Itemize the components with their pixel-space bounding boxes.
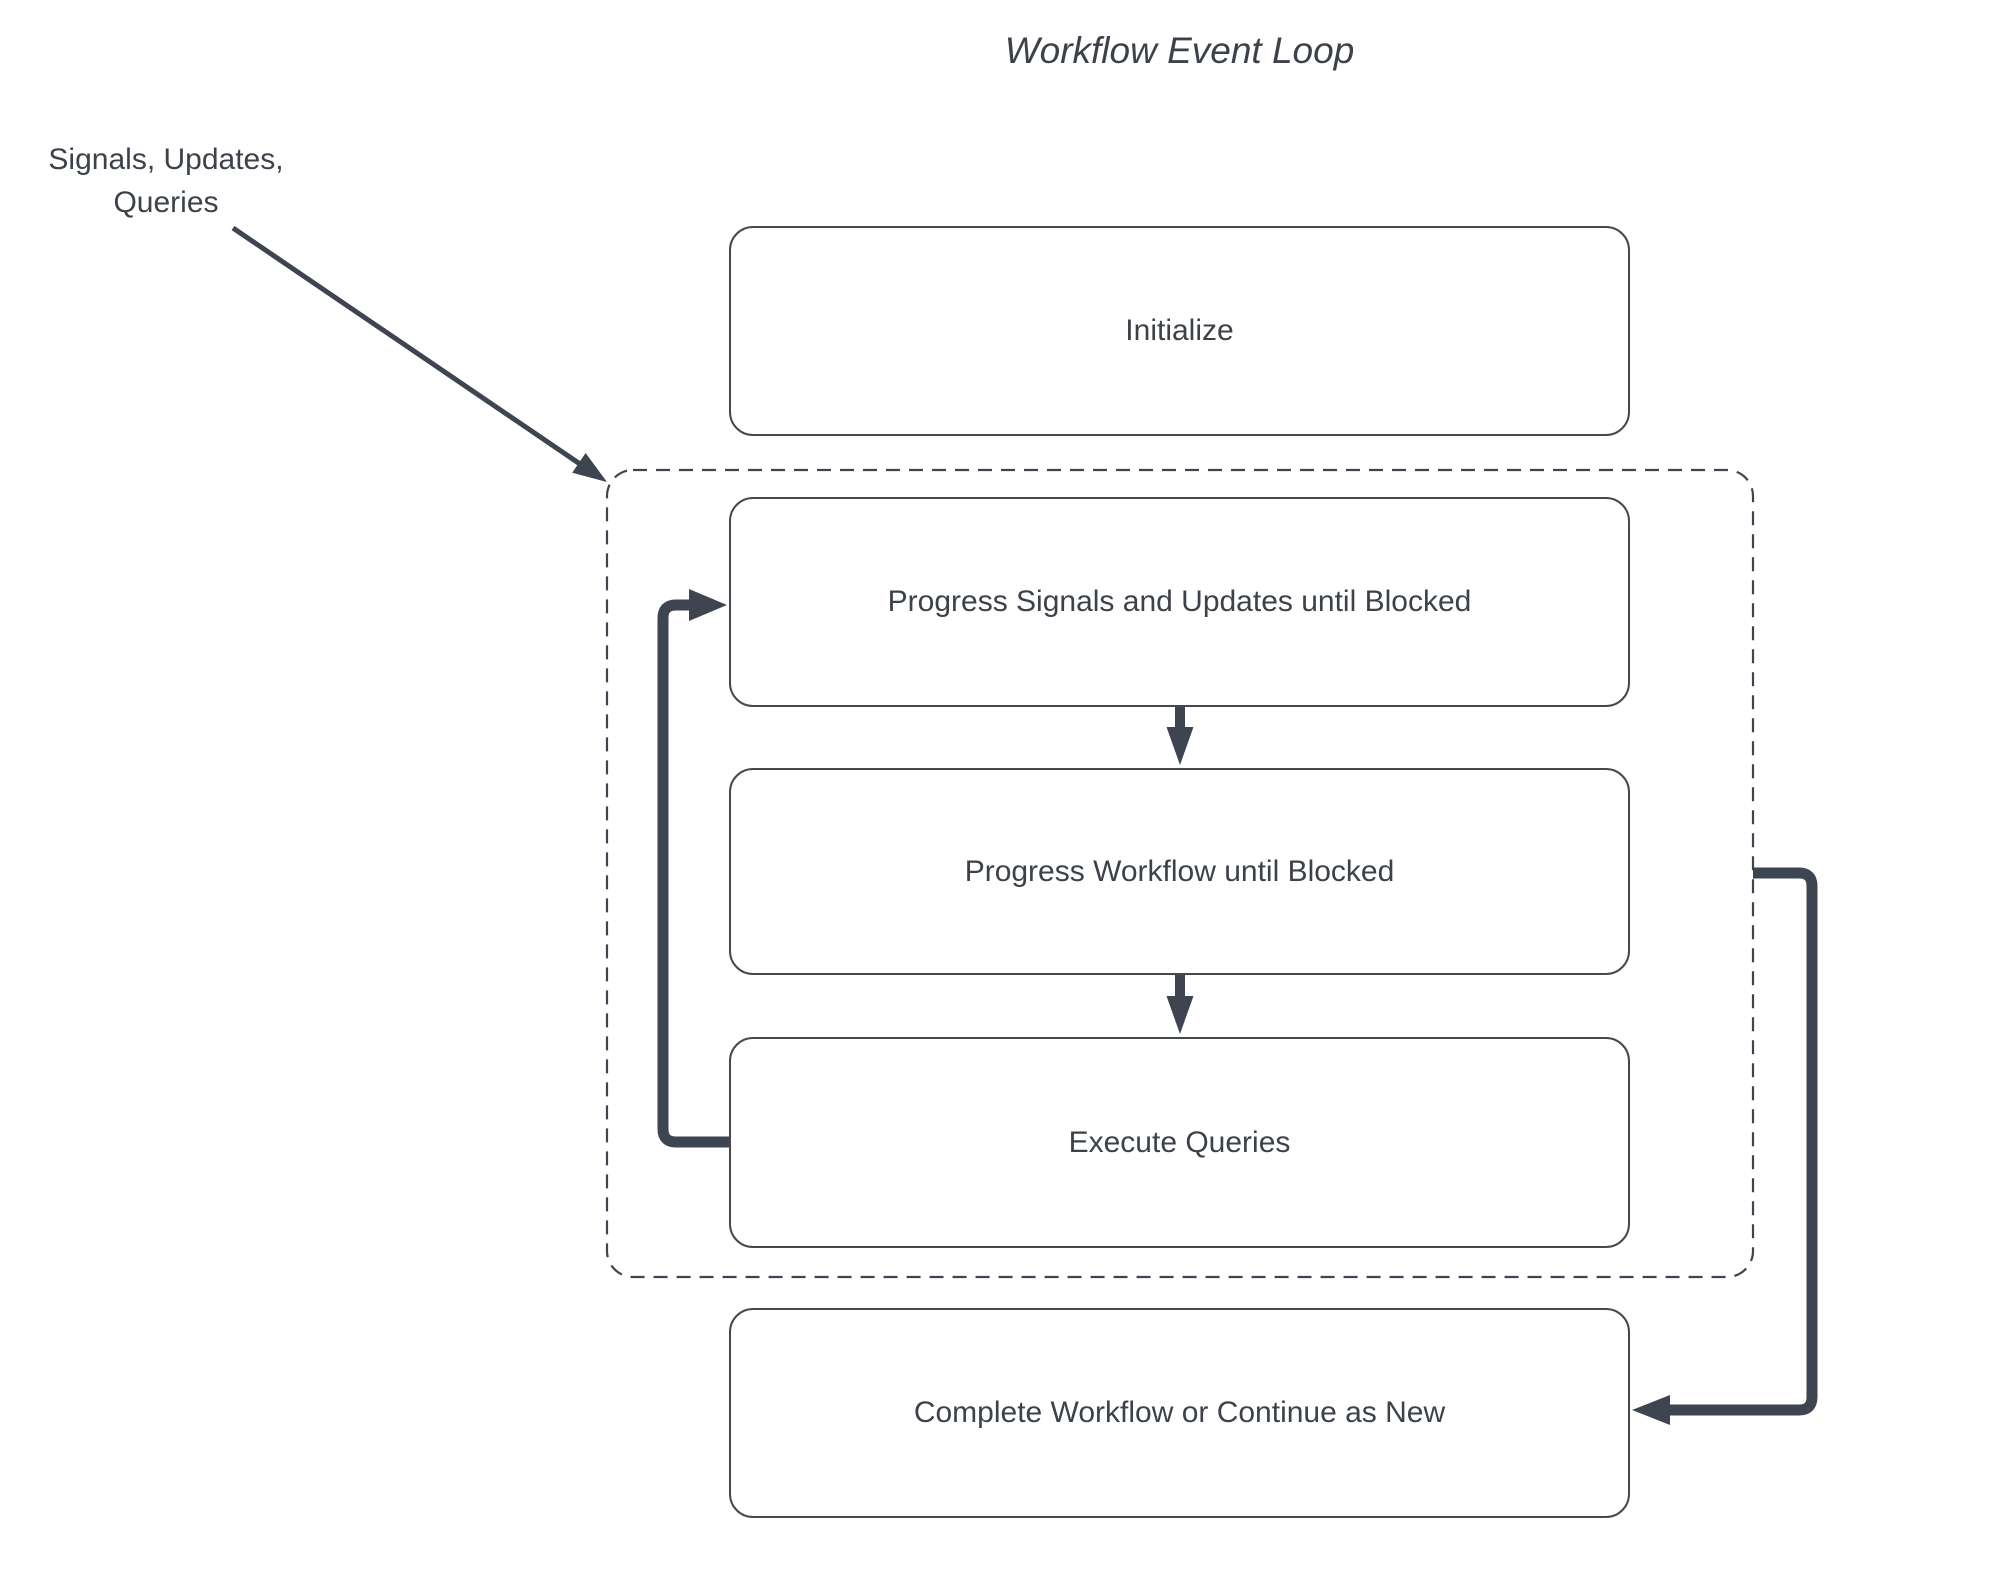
arrow-signals-to-workflow bbox=[1166, 707, 1194, 765]
annotation-signals-updates-queries: Signals, Updates, Queries bbox=[33, 138, 299, 224]
node-progress-workflow-label: Progress Workflow until Blocked bbox=[964, 854, 1395, 888]
node-initialize-label: Initialize bbox=[1125, 314, 1234, 347]
node-initialize: Initialize bbox=[729, 226, 1630, 436]
annotation-line-1: Signals, Updates, bbox=[48, 143, 284, 176]
node-execute-queries: Execute Queries bbox=[729, 1037, 1630, 1248]
annotation-line-2: Queries bbox=[113, 186, 219, 219]
node-execute-queries-label: Execute Queries bbox=[1068, 1125, 1291, 1159]
node-progress-signals-label: Progress Signals and Updates until Block… bbox=[887, 585, 1472, 618]
continue-as-new-arrow bbox=[1632, 867, 1818, 1425]
node-complete-workflow-label: Complete Workflow or Continue as New bbox=[913, 1396, 1446, 1429]
node-progress-workflow: Progress Workflow until Blocked bbox=[729, 768, 1630, 975]
node-progress-signals-and-updates: Progress Signals and Updates until Block… bbox=[729, 497, 1630, 707]
annotation-arrow bbox=[231, 225, 607, 482]
arrow-workflow-to-queries bbox=[1166, 975, 1194, 1034]
node-complete-workflow: Complete Workflow or Continue as New bbox=[729, 1308, 1630, 1518]
loop-back-arrow bbox=[657, 589, 729, 1148]
diagram-title: Workflow Event Loop bbox=[1004, 30, 1355, 71]
